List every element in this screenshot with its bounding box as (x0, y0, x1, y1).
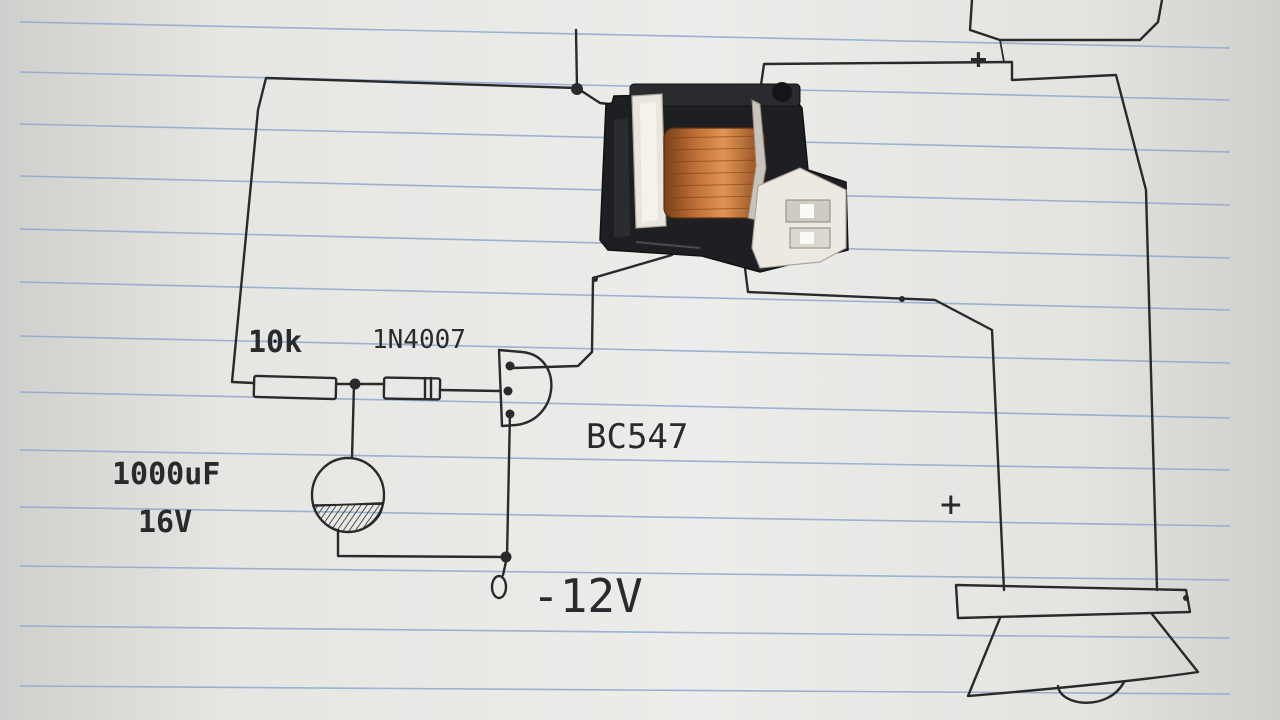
negative-terminal (490, 574, 508, 600)
transistor-pin-base (503, 386, 513, 396)
junction-node (349, 378, 361, 390)
wire-node-capacitor (350, 382, 356, 460)
diode-label: 1N4007 (372, 325, 466, 355)
wire-collector-relay (512, 253, 674, 370)
labels: 10k 1N4007 BC547 1000uF 16V -12V + + (112, 42, 987, 623)
junction-speaker-wire (899, 296, 905, 302)
junction-top (571, 83, 583, 95)
wire-relay-return (758, 60, 1159, 592)
capacitor-symbol (310, 456, 386, 534)
relay-component (599, 82, 849, 273)
transistor-label: BC547 (586, 417, 688, 457)
wire-diode-base (438, 388, 502, 393)
plus-speaker-label: + (940, 484, 962, 525)
wire-capacitor-ground (336, 528, 508, 559)
plus-top-label: + (970, 42, 987, 75)
junction-dots (349, 83, 905, 563)
resistor-label: 10k (248, 325, 302, 360)
capacitor-value-label: 1000uF (112, 457, 220, 492)
diode-symbol (382, 376, 442, 401)
capacitor-voltage-label: 16V (138, 505, 192, 540)
transistor-pin-emitter (505, 409, 515, 419)
speaker-drawing (954, 583, 1200, 704)
wire-relay-speaker (743, 266, 1006, 592)
transistor-symbol (497, 348, 553, 428)
circuit-wires (230, 0, 1164, 592)
negative-supply-label: -12V (532, 569, 643, 623)
junction-ground (500, 551, 512, 563)
resistor-symbol (252, 374, 338, 401)
junction-relay-bottom (592, 276, 598, 282)
transistor-pin-collector (505, 361, 515, 371)
wire-positive-in (574, 28, 579, 90)
top-right-device (968, 0, 1164, 42)
wire-left-loop (230, 76, 579, 385)
wire-top-right (999, 39, 1005, 63)
wire-emitter-ground (501, 410, 512, 577)
